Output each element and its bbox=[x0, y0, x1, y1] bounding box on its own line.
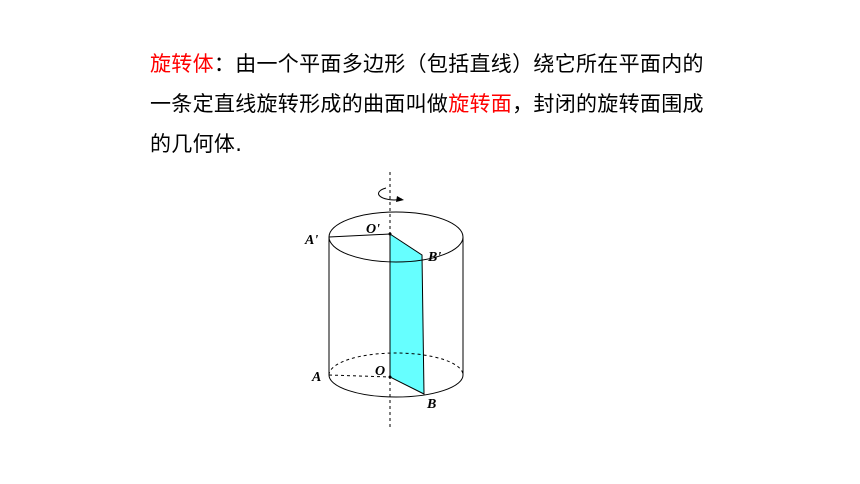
line-1: 旋转体：由一个平面多边形（包括直线）绕它所在平面内的 bbox=[150, 44, 730, 84]
label-a-prime: A' bbox=[304, 233, 318, 248]
point-o bbox=[388, 375, 392, 379]
line-2: 一条定直线旋转形成的曲面叫做旋转面，封闭的旋转面围成 bbox=[150, 84, 730, 124]
label-o: O bbox=[375, 364, 385, 379]
bottom-ellipse-front bbox=[328, 374, 464, 398]
line-3: 的几何体. bbox=[150, 124, 730, 164]
text-part-4: 的几何体. bbox=[150, 132, 243, 156]
top-radius bbox=[328, 233, 391, 238]
point-o-prime bbox=[388, 232, 392, 236]
rotating-rectangle bbox=[389, 233, 425, 395]
definition-paragraph: 旋转体：由一个平面多边形（包括直线）绕它所在平面内的 一条定直线旋转形成的曲面叫… bbox=[150, 44, 730, 164]
label-o-prime: O' bbox=[366, 222, 380, 237]
text-part-1: ：由一个平面多边形（包括直线）绕它所在平面内的 bbox=[213, 52, 704, 76]
term-surface-of-revolution: 旋转面 bbox=[448, 92, 513, 116]
label-b-prime: B' bbox=[427, 250, 441, 265]
rotation-arrow-icon bbox=[378, 187, 404, 202]
text-part-3: ，封闭的旋转面围成 bbox=[512, 92, 704, 116]
bottom-ellipse-back bbox=[328, 352, 464, 376]
label-a: A bbox=[311, 370, 321, 385]
text-part-2: 一条定直线旋转形成的曲面叫做 bbox=[150, 92, 449, 116]
label-b: B bbox=[426, 397, 436, 412]
bottom-radius bbox=[328, 374, 391, 378]
term-rotational-solid: 旋转体 bbox=[150, 52, 214, 76]
